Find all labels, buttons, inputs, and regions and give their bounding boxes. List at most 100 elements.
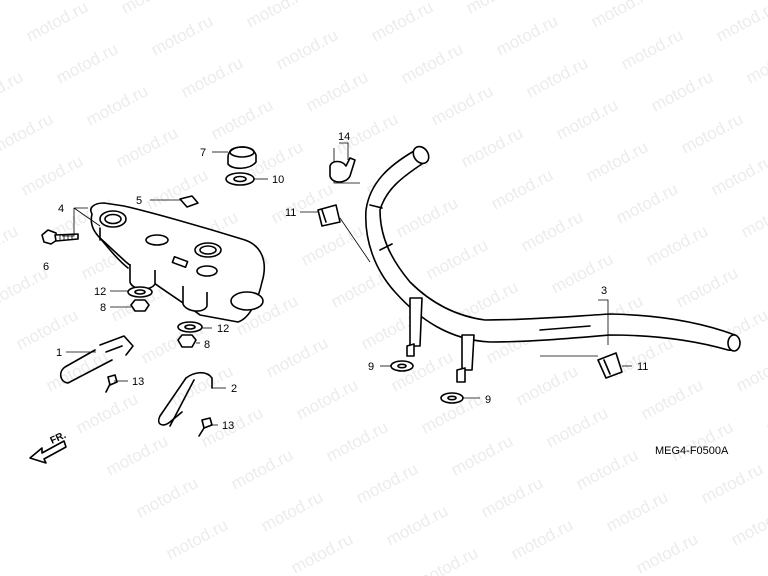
watermark-text: motod.ru xyxy=(228,445,296,493)
callout-13-right: 13 xyxy=(222,420,234,432)
watermark-text: motod.ru xyxy=(733,347,768,395)
watermark-text: motod.ru xyxy=(458,123,526,171)
callout-13-left: 13 xyxy=(132,376,144,388)
watermark-text: motod.ru xyxy=(713,0,768,46)
clip-5 xyxy=(179,195,199,208)
washer-9-lower xyxy=(440,392,464,404)
callout-labels: 1 2 3 4 5 6 7 8 8 9 9 10 11 11 12 12 13 … xyxy=(43,131,648,432)
nut-8-lower xyxy=(177,334,197,348)
watermark-text: motod.ru xyxy=(583,137,651,185)
watermark-text: motod.ru xyxy=(168,361,236,409)
watermark-text: motod.ru xyxy=(573,445,641,493)
watermark-text: motod.ru xyxy=(588,0,656,32)
watermark-text: motod.ru xyxy=(83,81,151,129)
watermark-text: motod.ru xyxy=(493,11,561,59)
watermark-text: motod.ru xyxy=(353,459,421,507)
washer-12-upper xyxy=(127,286,153,298)
watermark-text: motod.ru xyxy=(553,95,621,143)
watermark-text: motod.ru xyxy=(288,529,356,576)
watermark-text: motod.ru xyxy=(133,473,201,521)
clamp-11-upper xyxy=(317,204,341,227)
watermark-text: motod.ru xyxy=(638,375,706,423)
leader-lines xyxy=(62,142,632,426)
watermark-text: motod.ru xyxy=(18,151,86,199)
watermark-text: motod.ru xyxy=(413,543,481,576)
front-indicator: FR. xyxy=(29,430,68,464)
top-bridge xyxy=(90,202,266,323)
callout-11-upper: 11 xyxy=(285,207,296,219)
watermark-text: motod.ru xyxy=(488,165,556,213)
bracket-1 xyxy=(59,335,134,384)
watermark-text: motod.ru xyxy=(208,95,276,143)
washer-10 xyxy=(225,172,255,186)
washer-9-upper xyxy=(390,360,414,372)
callout-8-upper: 8 xyxy=(100,302,106,314)
watermark-text: motod.ru xyxy=(423,235,491,283)
callout-14: 14 xyxy=(338,131,350,143)
callout-9-upper: 9 xyxy=(368,361,374,373)
nut-8-upper xyxy=(130,299,150,312)
watermark-text: motod.ru xyxy=(338,0,406,4)
handlebar-3 xyxy=(364,145,741,383)
callout-10: 10 xyxy=(272,174,284,186)
watermark-text: motod.ru xyxy=(368,0,436,46)
watermark-text: motod.ru xyxy=(303,67,371,115)
bolt-13-left xyxy=(105,374,118,393)
watermark-text: motod.ru xyxy=(648,67,716,115)
watermark-text: motod.ru xyxy=(273,25,341,73)
callout-12-upper: 12 xyxy=(94,286,106,298)
watermark-text: motod.ru xyxy=(0,221,21,269)
watermark-text: motod.ru xyxy=(708,151,768,199)
watermark-text: motod.ru xyxy=(643,221,711,269)
watermark-text: motod.ru xyxy=(603,487,671,535)
watermark-text: motod.ru xyxy=(513,361,581,409)
watermark-text: motod.ru xyxy=(738,193,768,241)
watermark-text: motod.ru xyxy=(103,431,171,479)
watermark-text: motod.ru xyxy=(43,347,111,395)
watermark-text: motod.ru xyxy=(73,389,141,437)
watermark-text: motod.ru xyxy=(428,81,496,129)
watermark-text: motod.ru xyxy=(463,0,531,18)
watermark-text: motod.ru xyxy=(683,0,751,4)
watermark-text: motod.ru xyxy=(543,403,611,451)
watermark-text: motod.ru xyxy=(53,39,121,87)
watermark-text: motod.ru xyxy=(263,333,331,381)
watermark-text: motod.ru xyxy=(673,263,741,311)
watermark-text: motod.ru xyxy=(118,0,186,18)
watermark-text: motod.ru xyxy=(668,417,736,465)
callout-8-lower: 8 xyxy=(204,339,210,351)
watermark-text: motod.ru xyxy=(743,39,768,87)
watermark-text: motod.ru xyxy=(613,179,681,227)
watermark-text: motod.ru xyxy=(23,0,91,46)
watermark-text: motod.ru xyxy=(143,165,211,213)
cap-7 xyxy=(227,146,257,170)
callout-7: 7 xyxy=(200,147,206,159)
watermark-text: motod.ru xyxy=(383,501,451,549)
callout-4: 4 xyxy=(58,203,64,215)
callout-12-lower: 12 xyxy=(217,323,229,335)
diagram-code: MEG4-F0500A xyxy=(655,445,729,457)
callout-5: 5 xyxy=(136,195,142,207)
watermark-text: motod.ru xyxy=(13,305,81,353)
watermark-text: motod.ru xyxy=(633,529,701,576)
watermark-text: motod.ru xyxy=(478,473,546,521)
watermark-text: motod.ru xyxy=(148,11,216,59)
watermark-text: motod.ru xyxy=(763,389,768,437)
callout-1: 1 xyxy=(56,347,62,359)
callout-9-lower: 9 xyxy=(485,394,491,406)
front-arrow-icon xyxy=(29,440,67,464)
watermark-text: motod.ru xyxy=(0,109,56,157)
callout-6: 6 xyxy=(43,261,49,273)
watermark-text: motod.ru xyxy=(113,123,181,171)
watermark-text: motod.ru xyxy=(758,543,768,576)
clamp-14 xyxy=(329,148,360,184)
watermark-text: motod.ru xyxy=(398,39,466,87)
watermark-text: motod.ru xyxy=(258,487,326,535)
callout-2: 2 xyxy=(231,383,237,395)
watermark-text: motod.ru xyxy=(698,459,766,507)
watermark-text: motod.ru xyxy=(393,193,461,241)
watermark-text: motod.ru xyxy=(728,501,768,549)
watermark-text: motod.ru xyxy=(508,515,576,563)
